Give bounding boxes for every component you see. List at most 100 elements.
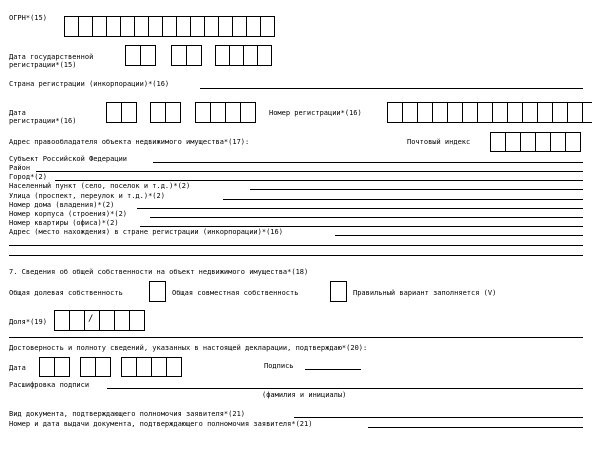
date-cell[interactable] — [225, 102, 240, 123]
reg-number-cell[interactable] — [432, 102, 447, 123]
reg-number-cell[interactable] — [387, 102, 402, 123]
date-cell[interactable] — [186, 45, 202, 66]
reg-number-cell[interactable] — [582, 102, 592, 123]
postal-cell[interactable] — [550, 132, 565, 152]
confirm-date-day[interactable] — [39, 357, 70, 377]
ogrn-cell[interactable] — [120, 16, 134, 37]
date-cell[interactable] — [80, 357, 95, 377]
postal-cell[interactable] — [535, 132, 550, 152]
postal-cell[interactable] — [565, 132, 581, 152]
reg-number-cells[interactable] — [387, 102, 592, 123]
confirm-date-year[interactable] — [121, 357, 182, 377]
reg-date-month[interactable] — [171, 45, 202, 66]
reg-date-label-2: регистрации*(15) — [9, 61, 77, 69]
address-field-line[interactable] — [36, 171, 583, 172]
date-cell[interactable] — [210, 102, 225, 123]
date-cell[interactable] — [229, 45, 243, 66]
postal-cell[interactable] — [520, 132, 535, 152]
shared-ownership-checkbox[interactable] — [149, 281, 166, 302]
reg-number-cell[interactable] — [417, 102, 432, 123]
date-cell[interactable] — [54, 357, 70, 377]
ogrn-cell[interactable] — [232, 16, 246, 37]
ogrn-cell[interactable] — [176, 16, 190, 37]
ogrn-cell[interactable] — [92, 16, 106, 37]
date-cell[interactable] — [257, 45, 272, 66]
joint-ownership-checkbox[interactable] — [330, 281, 347, 302]
reg-date2-month[interactable] — [150, 102, 181, 123]
reg-number-cell[interactable] — [522, 102, 537, 123]
reg-number-cell[interactable] — [477, 102, 492, 123]
signature-decode-field[interactable] — [107, 388, 583, 389]
reg-number-cell[interactable] — [552, 102, 567, 123]
date-cell[interactable] — [151, 357, 166, 377]
date-cell[interactable] — [195, 102, 210, 123]
date-cell[interactable] — [140, 45, 156, 66]
date-cell[interactable] — [165, 102, 181, 123]
date-cell[interactable] — [150, 102, 165, 123]
ogrn-cell[interactable] — [246, 16, 260, 37]
share-cell[interactable] — [84, 310, 99, 331]
date-cell[interactable] — [215, 45, 229, 66]
share-cells[interactable] — [54, 310, 145, 331]
date-cell[interactable] — [171, 45, 186, 66]
postal-cell[interactable] — [490, 132, 505, 152]
doc-number-field[interactable] — [368, 427, 583, 428]
address-field-line[interactable] — [55, 180, 583, 181]
country-field[interactable] — [200, 88, 583, 89]
reg-date2-year[interactable] — [195, 102, 256, 123]
reg-number-cell[interactable] — [537, 102, 552, 123]
ogrn-cell[interactable] — [148, 16, 162, 37]
date-cell[interactable] — [125, 45, 140, 66]
address-extra-line[interactable] — [9, 255, 583, 256]
share-cell[interactable] — [129, 310, 145, 331]
share-cell[interactable] — [69, 310, 84, 331]
date-cell[interactable] — [121, 357, 136, 377]
address-extra-line[interactable] — [9, 245, 583, 246]
address-field-label: Адрес (место нахождения) в стране регист… — [9, 228, 283, 236]
confirm-date-month[interactable] — [80, 357, 111, 377]
address-field-line[interactable] — [150, 217, 583, 218]
date-cell[interactable] — [121, 102, 137, 123]
share-cell[interactable] — [99, 310, 114, 331]
reg-date-year[interactable] — [215, 45, 272, 66]
postal-cell[interactable] — [505, 132, 520, 152]
share-cell[interactable] — [54, 310, 69, 331]
ogrn-cell[interactable] — [190, 16, 204, 37]
reg-number-cell[interactable] — [402, 102, 417, 123]
ogrn-cell[interactable] — [162, 16, 176, 37]
address-field-line[interactable] — [223, 199, 583, 200]
ogrn-cell[interactable] — [204, 16, 218, 37]
date-cell[interactable] — [166, 357, 182, 377]
address-field-line[interactable] — [335, 235, 583, 236]
reg-number-cell[interactable] — [447, 102, 462, 123]
ogrn-cell[interactable] — [106, 16, 120, 37]
date-cell[interactable] — [240, 102, 256, 123]
share-cell[interactable] — [114, 310, 129, 331]
signature-field[interactable] — [305, 369, 361, 370]
reg-number-cell[interactable] — [567, 102, 582, 123]
address-field-line[interactable] — [137, 208, 583, 209]
date-cell[interactable] — [106, 102, 121, 123]
ogrn-cell[interactable] — [260, 16, 275, 37]
reg-date2-day[interactable] — [106, 102, 137, 123]
reg-number-cell[interactable] — [507, 102, 522, 123]
date-cell[interactable] — [39, 357, 54, 377]
ogrn-cell[interactable] — [134, 16, 148, 37]
address-field-line[interactable] — [140, 226, 583, 227]
reg-number-cell[interactable] — [492, 102, 507, 123]
reg-number-cell[interactable] — [462, 102, 477, 123]
ogrn-cells[interactable] — [64, 16, 275, 37]
date-cell[interactable] — [243, 45, 257, 66]
ogrn-cell[interactable] — [78, 16, 92, 37]
address-field-line[interactable] — [250, 189, 583, 190]
reg-date-day[interactable] — [125, 45, 156, 66]
ogrn-cell[interactable] — [64, 16, 78, 37]
postal-cells[interactable] — [490, 132, 581, 152]
ogrn-cell[interactable] — [218, 16, 232, 37]
address-field-label: Район — [9, 164, 31, 172]
address-field-line[interactable] — [153, 162, 583, 163]
date-cell[interactable] — [136, 357, 151, 377]
date-cell[interactable] — [95, 357, 111, 377]
address-field-label: Улица (проспект, переулок и т.д.)*(2) — [9, 192, 165, 200]
doc-type-field[interactable] — [294, 417, 583, 418]
